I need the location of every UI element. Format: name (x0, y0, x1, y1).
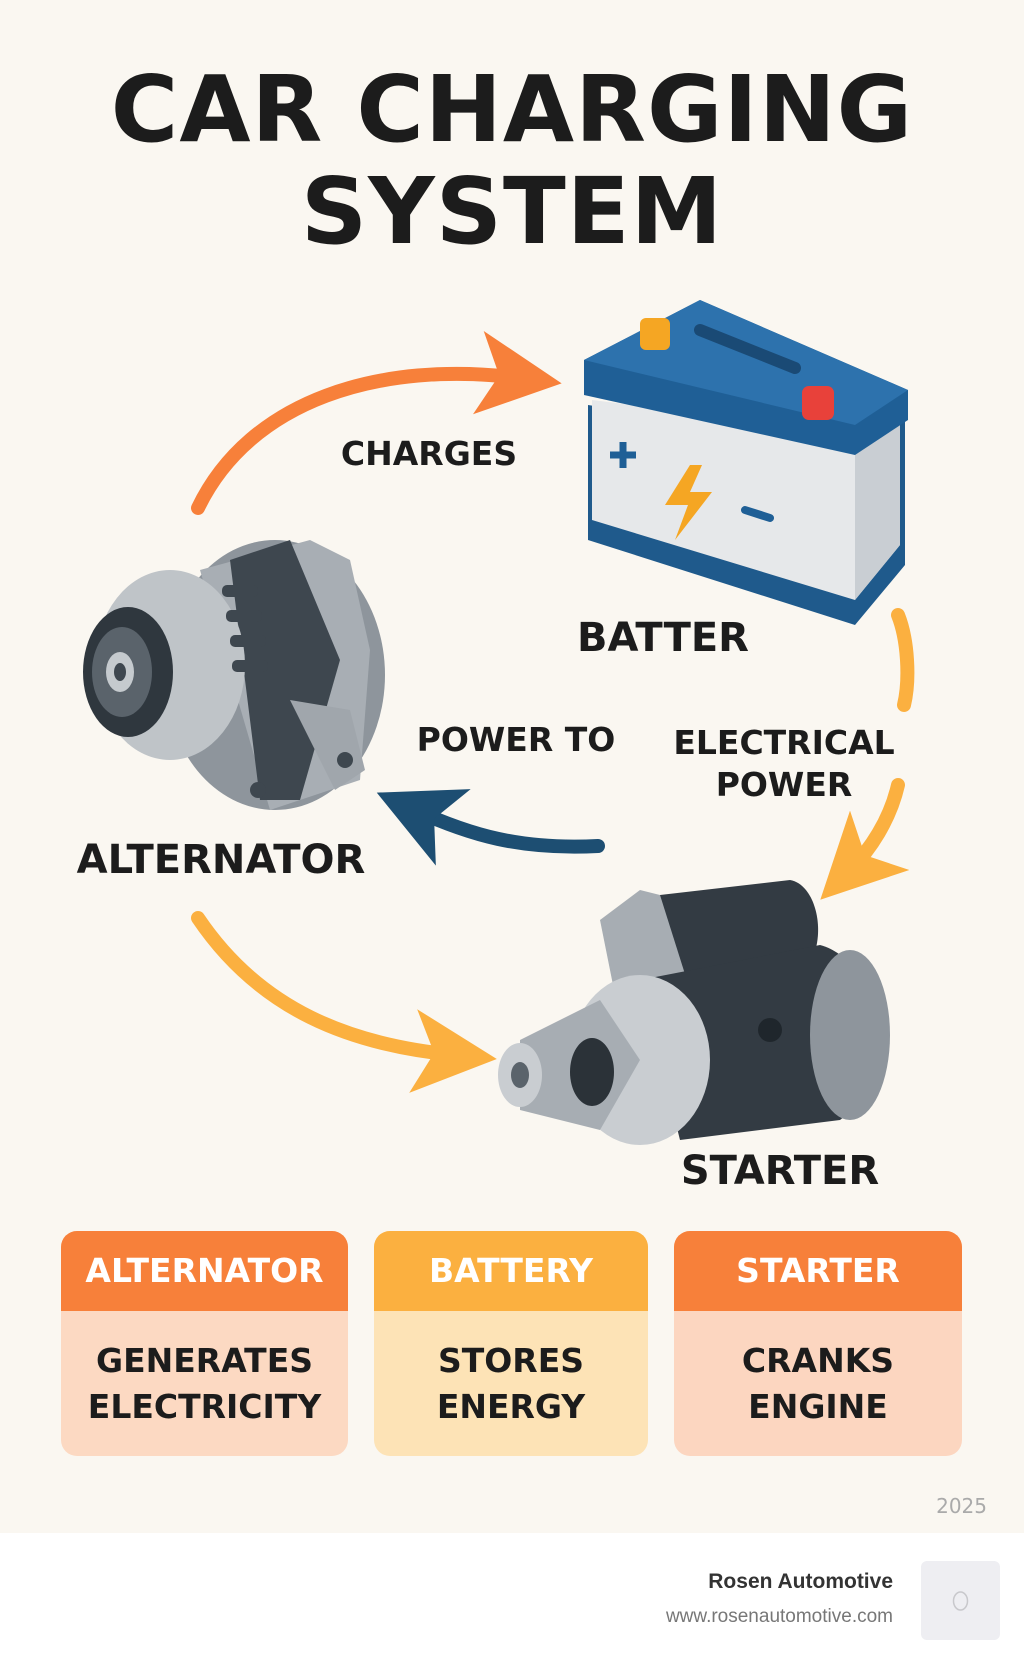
logo-icon (952, 1591, 969, 1611)
card-line: ENGINE (748, 1386, 888, 1426)
card-title: BATTERY (374, 1231, 648, 1311)
title-line-2: SYSTEM (300, 158, 724, 265)
company-logo (921, 1561, 1000, 1640)
electrical-power-line-2: POWER (715, 765, 853, 804)
electrical-power-label: ELECTRICAL POWER (673, 722, 894, 806)
battery-to-starter-arrow-top (891, 608, 915, 712)
charges-label: CHARGES (340, 434, 518, 473)
alternator-to-starter-arrow (191, 911, 497, 1093)
company-name: Rosen Automotive (708, 1570, 893, 1593)
battery-card: BATTERY STORES ENERGY (374, 1231, 648, 1456)
card-title: ALTERNATOR (61, 1231, 348, 1311)
alternator-label: ALTERNATOR (76, 837, 366, 883)
battery-illustration (584, 300, 908, 625)
card-line: STORES (437, 1340, 585, 1380)
title-line-1: CAR CHARGING (110, 56, 914, 163)
footer: Rosen Automotive www.rosenautomotive.com (0, 1533, 1024, 1666)
year-label: 2025 (936, 1494, 987, 1518)
card-line: GENERATES (96, 1340, 313, 1380)
alternator-illustration (83, 540, 385, 810)
card-line: ENERGY (436, 1386, 586, 1426)
starter-card: STARTER CRANKS ENGINE (674, 1231, 962, 1456)
alternator-card: ALTERNATOR GENERATES ELECTRICITY (61, 1231, 348, 1456)
battery-label: BATTER (577, 615, 749, 661)
electrical-power-arrow (820, 778, 910, 900)
card-title: STARTER (674, 1231, 962, 1311)
card-line: ELECTRICITY (87, 1386, 322, 1426)
electrical-power-line-1: ELECTRICAL (673, 723, 895, 762)
card-line: CRANKS (741, 1340, 895, 1380)
charges-arrow (191, 331, 562, 515)
power-to-label: POWER TO (416, 720, 616, 759)
company-url[interactable]: www.rosenautomotive.com (665, 1606, 893, 1627)
power-to-arrow (376, 789, 605, 866)
starter-illustration (498, 880, 890, 1145)
starter-label: STARTER (680, 1148, 880, 1194)
